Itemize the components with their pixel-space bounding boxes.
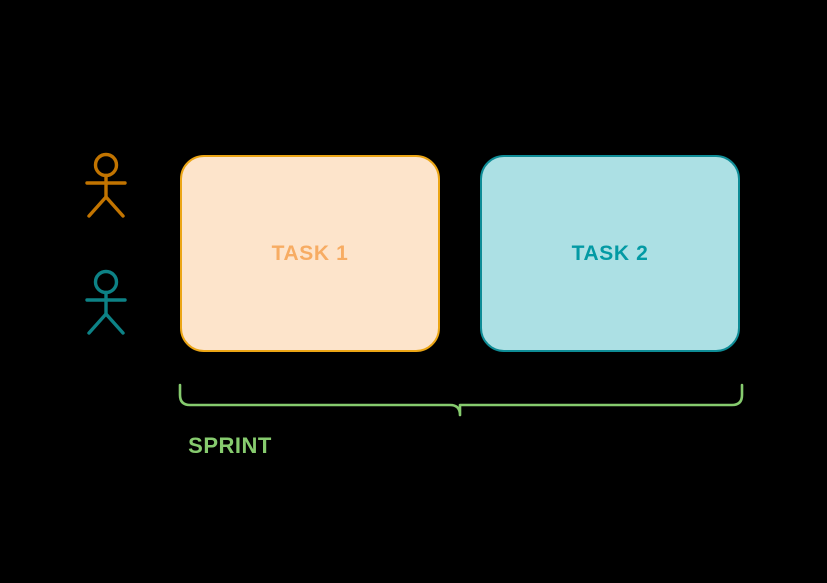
- curly-brace-icon: [178, 383, 744, 417]
- sprint-label-wrapper: SPRINT: [0, 433, 827, 459]
- task-card-2[interactable]: TASK 2: [480, 155, 740, 352]
- sprint-label: SPRINT: [188, 433, 272, 458]
- task-card-1-label: TASK 1: [271, 241, 349, 265]
- stick-figure-icon: [85, 269, 127, 335]
- stick-figure-icon: [85, 152, 127, 218]
- task-card-1[interactable]: TASK 1: [180, 155, 440, 352]
- task-card-2-label: TASK 2: [571, 241, 649, 265]
